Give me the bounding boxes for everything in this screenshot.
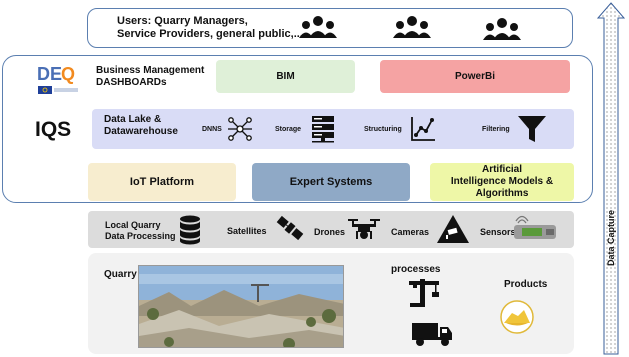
processes-label: processes <box>391 264 441 275</box>
local-line-2: Data Processing <box>105 231 176 241</box>
iot-platform-box: IoT Platform <box>88 163 236 201</box>
powerbi-box: PowerBi <box>380 60 570 93</box>
data-capture-label: Data Capture <box>606 210 616 267</box>
server-storage-icon <box>312 116 334 143</box>
users-line-1: Users: Quarry Managers, <box>117 15 248 27</box>
datalake-line-2: Datawarehouse <box>104 126 178 137</box>
users-group-icon <box>393 16 431 38</box>
sensors-label: Sensors <box>480 227 516 237</box>
line-chart-icon <box>411 117 435 141</box>
filter-funnel-icon <box>518 116 546 142</box>
deq-logo: DE Q <box>37 64 78 94</box>
local-line-1: Local Quarry <box>105 220 161 230</box>
filtering-label: Filtering <box>482 126 510 133</box>
quarry-photo <box>138 265 344 348</box>
satellites-label: Satellites <box>227 226 267 236</box>
business-dashboards-label: Business Management DASHBOARDs <box>96 65 204 89</box>
dump-truck-icon <box>412 323 452 346</box>
database-icon <box>180 215 200 245</box>
users-line-2: Service Providers, general public,... <box>117 28 303 40</box>
datalake-line-1: Data Lake & <box>104 114 162 125</box>
quarry-label: Quarry <box>104 269 137 280</box>
drone-icon <box>348 219 380 239</box>
ai-line-2: Intelligence Models & <box>450 176 554 187</box>
datalake-label: Data Lake & Datawarehouse <box>104 114 178 138</box>
products-label: Products <box>504 279 548 290</box>
ai-line-1: Artificial <box>481 164 522 175</box>
data-capture-arrow <box>597 2 625 355</box>
crane-icon <box>409 279 439 307</box>
users-label: Users: Quarry Managers, Service Provider… <box>117 15 303 41</box>
local-processing-strip <box>88 211 574 248</box>
iqs-label: IQS <box>35 118 72 141</box>
neural-network-icon <box>228 117 252 141</box>
camera-warning-icon <box>437 215 469 243</box>
drones-label: Drones <box>314 227 346 237</box>
storage-label: Storage <box>275 126 302 133</box>
svg-text:DE: DE <box>37 64 62 84</box>
expert-systems-box: Expert Systems <box>252 163 410 201</box>
local-processing-label: Local Quarry Data Processing <box>105 220 176 242</box>
aggregate-product-icon <box>500 300 534 334</box>
svg-text:Q: Q <box>61 64 75 84</box>
users-group-icon <box>483 18 521 40</box>
ai-models-box: Artificial Intelligence Models & Algorit… <box>430 163 574 201</box>
satellite-icon <box>276 215 304 241</box>
business-label-line-2: DASHBOARDs <box>96 77 167 88</box>
business-label-line-1: Business Management <box>96 65 205 76</box>
ai-line-3: Algorithms <box>475 188 529 199</box>
structuring-label: Structuring <box>364 126 402 133</box>
bim-box: BIM <box>216 60 355 93</box>
dnns-label: DNNS <box>202 126 222 133</box>
users-group-icon <box>299 16 337 38</box>
quarry-landscape-image <box>139 266 343 347</box>
sensor-device-icon <box>514 215 556 239</box>
cameras-label: Cameras <box>391 227 430 237</box>
